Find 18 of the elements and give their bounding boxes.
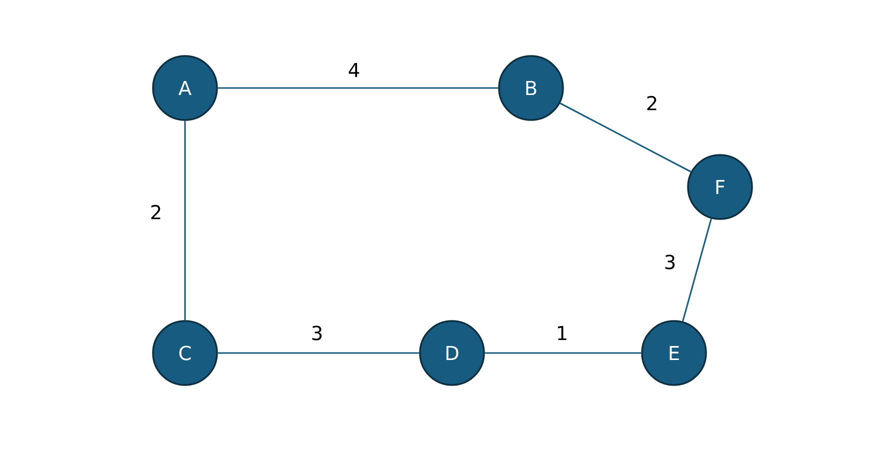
- graph-node: E: [641, 320, 707, 386]
- edge-label: 2: [647, 96, 656, 110]
- edge-line: [184, 120, 186, 320]
- edge-label: 1: [558, 326, 566, 340]
- edge-line: [484, 352, 642, 354]
- graph-node: A: [152, 55, 218, 121]
- edge-label: 3: [665, 254, 675, 270]
- edge-line: [560, 102, 692, 172]
- edge-label: 2: [151, 204, 160, 220]
- graph-node: F: [687, 154, 753, 220]
- edge-label: 3: [312, 326, 322, 340]
- edge-line: [218, 87, 498, 89]
- graph-node: B: [498, 55, 564, 121]
- edge-line: [218, 352, 420, 354]
- edge-label: 4: [348, 62, 360, 78]
- graph-node: C: [152, 320, 218, 386]
- edge-line: [682, 218, 712, 322]
- graph-node: D: [419, 320, 485, 386]
